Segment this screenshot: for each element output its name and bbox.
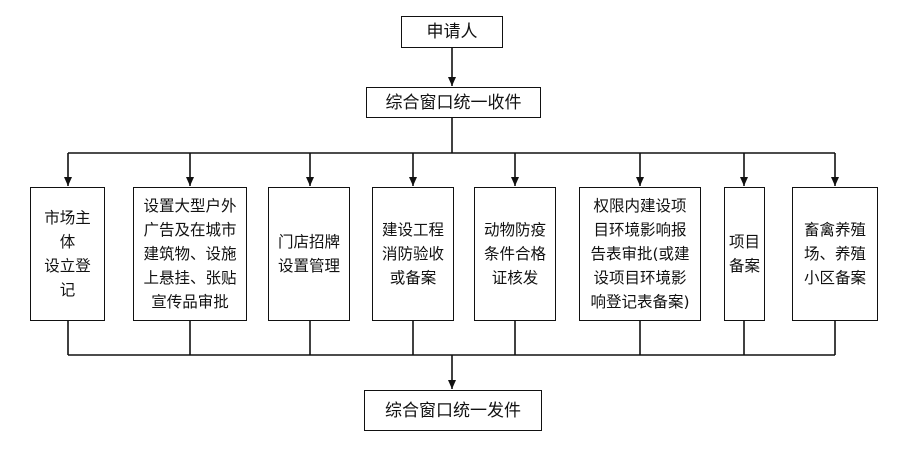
process-line: 设置管理 [277, 257, 340, 275]
process-line: 响登记表备案) [590, 293, 690, 311]
process-line: 建设工程 [381, 221, 444, 239]
process-line: 证核发 [491, 269, 539, 287]
process-line: 条件合格 [483, 245, 546, 263]
process-box-sign: 门店招牌设置管理 [268, 187, 350, 321]
process-line: 告表审批(或建 [590, 245, 690, 263]
process-line: 场、养殖 [803, 245, 866, 263]
process-box-market: 市场主体设立登记 [30, 187, 105, 321]
process-line: 或备案 [389, 269, 437, 287]
process-text: 项目备案 [729, 230, 760, 278]
process-line: 权限内建设项 [593, 197, 687, 215]
process-line: 畜禽养殖 [803, 221, 866, 239]
process-text: 畜禽养殖场、养殖小区备案 [804, 218, 866, 290]
process-text: 设置大型户外广告及在城市建筑物、设施上悬挂、张贴宣传品审批 [143, 194, 236, 314]
process-box-project: 项目备案 [724, 187, 765, 321]
process-line: 建筑物、设施 [143, 245, 237, 263]
process-box-animal: 动物防疫条件合格证核发 [474, 187, 556, 321]
process-box-fire: 建设工程消防验收或备案 [372, 187, 454, 321]
process-text: 市场主体设立登记 [37, 206, 98, 302]
process-box-livestock: 畜禽养殖场、养殖小区备案 [792, 187, 878, 321]
process-line: 项目 [728, 233, 760, 251]
process-line: 设项目环境影 [593, 269, 687, 287]
process-line: 目环境影响报 [593, 221, 687, 239]
process-box-env: 权限内建设项目环境影响报告表审批(或建设项目环境影响登记表备案) [579, 187, 701, 321]
process-line: 广告及在城市 [143, 221, 237, 239]
process-line: 设立登记 [44, 257, 91, 299]
process-box-ads: 设置大型户外广告及在城市建筑物、设施上悬挂、张贴宣传品审批 [133, 187, 247, 321]
process-line: 消防验收 [381, 245, 444, 263]
process-line: 备案 [728, 257, 760, 275]
node-issue: 综合窗口统一发件 [364, 390, 542, 431]
process-text: 门店招牌设置管理 [278, 230, 340, 278]
process-line: 门店招牌 [277, 233, 340, 251]
process-line: 上悬挂、张贴 [143, 269, 237, 287]
process-line: 市场主体 [44, 209, 91, 251]
process-text: 动物防疫条件合格证核发 [484, 218, 546, 290]
node-applicant: 申请人 [401, 16, 503, 48]
process-text: 建设工程消防验收或备案 [382, 218, 444, 290]
process-line: 小区备案 [803, 269, 866, 287]
process-text: 权限内建设项目环境影响报告表审批(或建设项目环境影响登记表备案) [590, 194, 689, 314]
process-line: 宣传品审批 [151, 293, 229, 311]
node-receive: 综合窗口统一收件 [366, 87, 541, 118]
process-line: 动物防疫 [483, 221, 546, 239]
process-line: 设置大型户外 [143, 197, 237, 215]
